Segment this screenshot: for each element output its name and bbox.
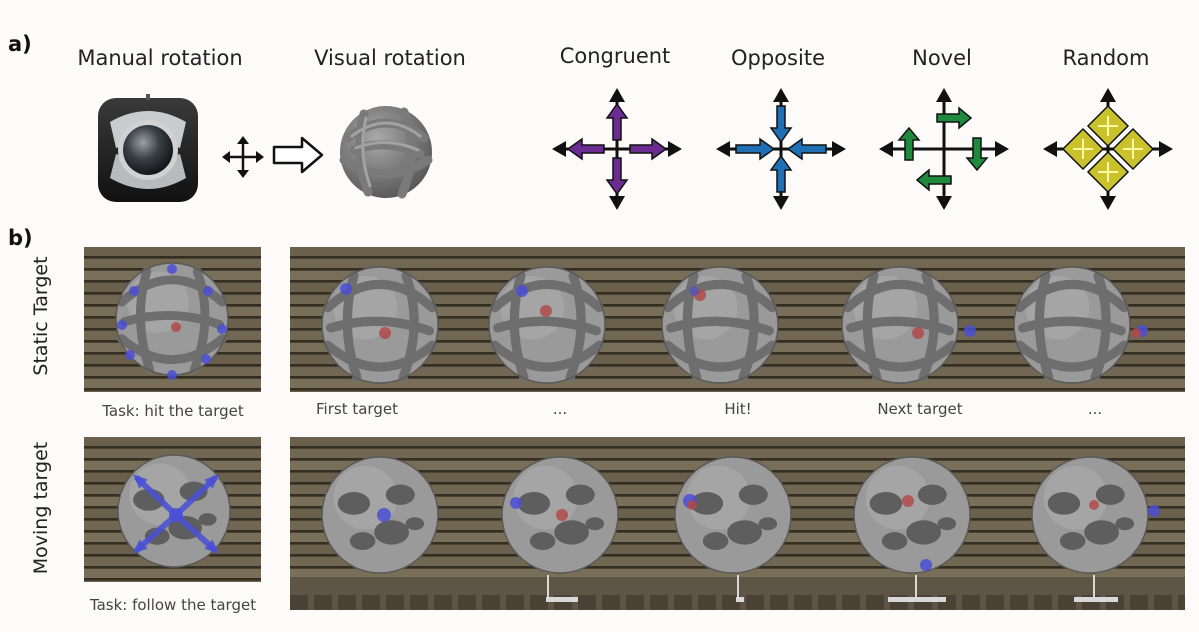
row-label-static: Static Target [30, 256, 52, 376]
mapping-label-novel: Novel [912, 46, 972, 70]
mapping-label-congruent: Congruent [559, 44, 671, 68]
frame-caption-ellipsis-1: ... [552, 400, 568, 418]
visual-rotation-label: Visual rotation [314, 46, 466, 70]
moving-sequence-scene [290, 437, 1185, 610]
congruent-mapping-icon [552, 88, 682, 210]
knot-ball-image [334, 98, 438, 204]
panel-b-label: b) [8, 226, 33, 250]
four-way-arrow-icon [222, 136, 264, 178]
frame-caption-first-target: First target [316, 400, 398, 418]
static-task-scene [84, 247, 261, 392]
moving-task-caption: Task: follow the target [89, 596, 257, 614]
moving-task-scene [84, 437, 261, 582]
trackball-device-image [88, 92, 208, 210]
opposite-mapping-icon [716, 88, 846, 210]
manual-rotation-label: Manual rotation [77, 46, 243, 70]
frame-caption-next-target: Next target [877, 400, 963, 418]
novel-mapping-icon [879, 88, 1009, 210]
row-label-moving: Moving target [30, 441, 52, 575]
frame-caption-hit: Hit! [724, 400, 752, 418]
static-sequence-scene [290, 247, 1185, 392]
random-mapping-icon [1043, 88, 1173, 210]
mapping-label-random: Random [1062, 46, 1150, 70]
mapping-label-opposite: Opposite [731, 46, 825, 70]
hollow-right-arrow-icon [272, 136, 324, 174]
panel-a-label: a) [8, 32, 32, 56]
static-task-caption: Task: hit the target [102, 402, 244, 420]
frame-caption-ellipsis-2: ... [1087, 400, 1103, 418]
